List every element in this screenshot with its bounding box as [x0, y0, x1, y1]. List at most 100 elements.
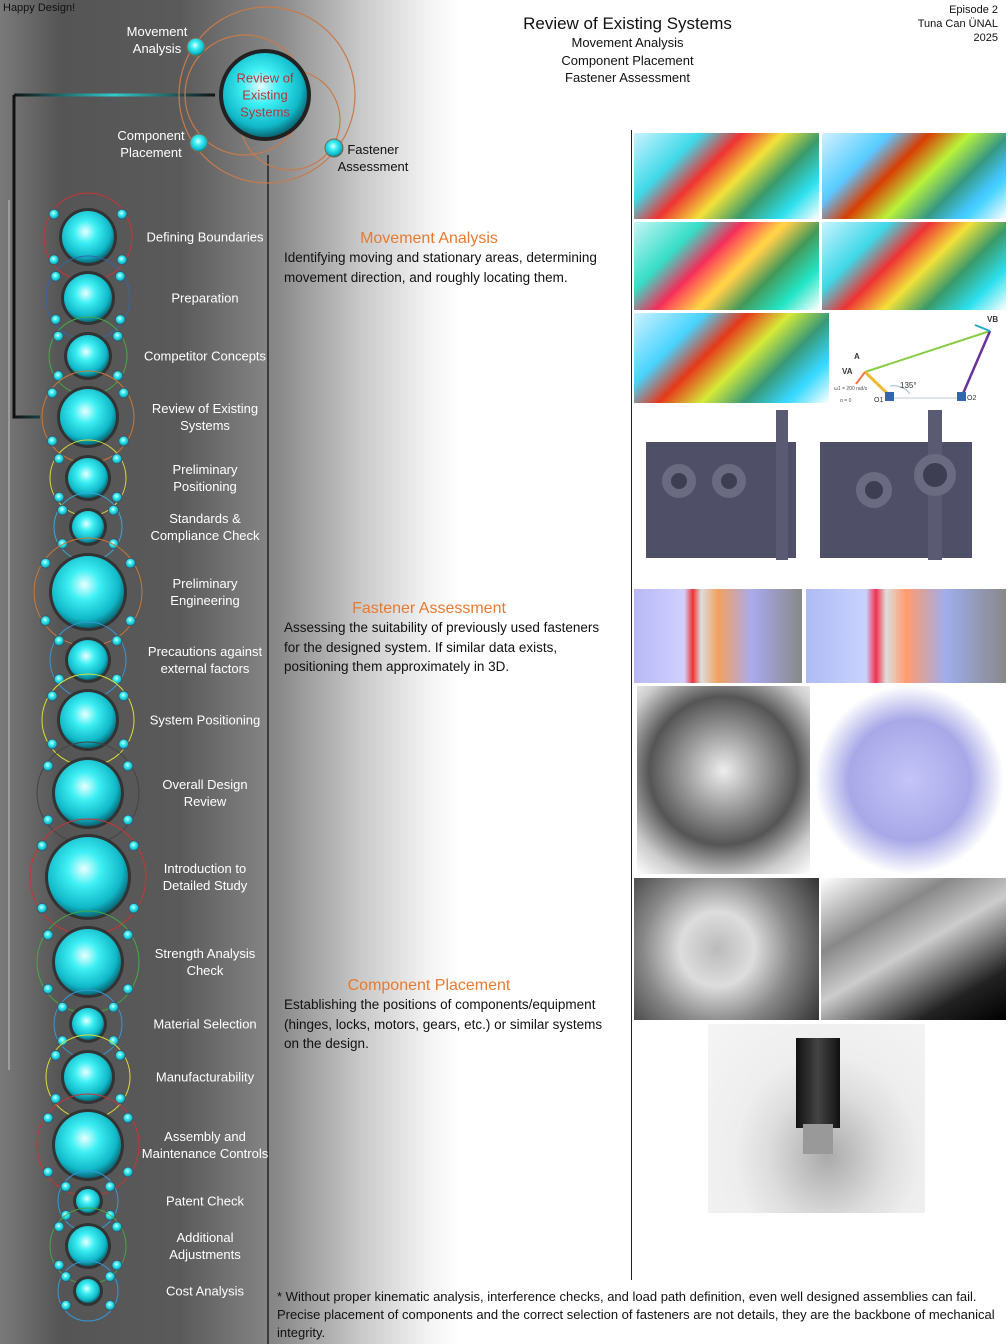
step-label[interactable]: Competitor Concepts — [143, 348, 267, 364]
step-sphere-icon[interactable] — [60, 389, 116, 445]
step-sphere-icon[interactable] — [52, 556, 124, 628]
step-satellite-icon — [42, 929, 54, 941]
step-satellite-icon — [42, 1112, 54, 1124]
step-sphere-icon[interactable] — [60, 692, 116, 748]
step-label[interactable]: Introduction to Detailed Study — [162, 861, 248, 893]
step-satellite-icon — [128, 902, 140, 914]
step-sphere-icon[interactable] — [68, 640, 108, 680]
step-label[interactable]: Cost Analysis — [165, 1283, 245, 1299]
section-heading: Fastener Assessment — [352, 600, 506, 617]
label-alpha: α = 0 — [840, 398, 852, 404]
step-satellite-icon — [108, 1001, 119, 1013]
step-satellite-icon — [112, 330, 124, 342]
step-label[interactable]: Preliminary Positioning — [172, 462, 238, 494]
step-satellite-icon — [118, 435, 130, 447]
step-satellite-icon — [111, 1259, 123, 1271]
step-sphere-icon[interactable] — [64, 274, 112, 322]
step-label[interactable]: Review of Existing Systems — [151, 401, 259, 433]
step-satellite-icon — [114, 270, 126, 282]
section-heading: Component Placement — [347, 977, 511, 994]
step-satellite-icon — [114, 1093, 126, 1105]
step-sphere-icon[interactable] — [67, 335, 109, 377]
focus-sphere-icon[interactable] — [223, 53, 307, 137]
step-satellite-icon — [48, 208, 60, 220]
focus-satellite-label: Fastener Assessment — [337, 142, 409, 174]
label-va: VA — [842, 367, 853, 376]
focus-satellite-icon[interactable] — [324, 138, 344, 158]
step-satellite-icon — [48, 254, 60, 266]
label-o1: O1 — [874, 397, 883, 404]
step-satellite-icon — [36, 840, 48, 852]
step-sphere-icon[interactable] — [48, 837, 128, 917]
step-satellite-icon — [40, 557, 51, 569]
step-satellite-icon — [108, 1035, 119, 1047]
step-label[interactable]: Strength Analysis Check — [154, 946, 256, 978]
step-label[interactable]: Defining Boundaries — [146, 229, 264, 245]
step-satellite-icon — [118, 690, 130, 702]
step-sphere-icon[interactable] — [55, 1112, 121, 1178]
step-satellite-icon — [57, 1001, 68, 1013]
fastener-section-image — [634, 589, 802, 683]
step-label[interactable]: Additional Adjustments — [169, 1230, 241, 1262]
step-sphere-icon[interactable] — [64, 1053, 112, 1101]
step-satellite-icon — [111, 453, 123, 465]
step-label[interactable]: Manufacturability — [155, 1069, 255, 1085]
step-satellite-icon — [111, 635, 123, 647]
cad-image — [822, 133, 1006, 219]
focus-satellite-icon[interactable] — [186, 37, 206, 57]
fastener-section-image — [806, 589, 1006, 683]
bracket-image — [816, 408, 1000, 560]
focus-center-label: Review of Existing Systems — [236, 70, 294, 120]
step-sphere-icon[interactable] — [76, 1279, 100, 1303]
step-satellite-icon — [50, 314, 62, 326]
section-body: Establishing the positions of components… — [284, 997, 603, 1051]
title-block: Review of Existing Systems Movement Anal… — [470, 14, 785, 87]
step-sphere-icon[interactable] — [76, 1189, 100, 1213]
step-label[interactable]: Preparation — [171, 290, 239, 306]
step-satellite-icon — [46, 387, 58, 399]
hinge-section-image — [813, 686, 1006, 874]
step-sphere-icon[interactable] — [68, 458, 108, 498]
step-satellite-icon — [57, 504, 68, 516]
step-sphere-icon[interactable] — [68, 1226, 108, 1266]
label-vb: VB — [987, 315, 998, 324]
step-sphere-icon[interactable] — [72, 1008, 104, 1040]
step-satellite-icon — [112, 370, 124, 382]
step-sphere-icon[interactable] — [55, 760, 121, 826]
step-satellite-icon — [50, 1093, 62, 1105]
step-satellite-icon — [122, 760, 134, 772]
step-label[interactable]: Patent Check — [165, 1193, 245, 1209]
process-diagram — [8, 6, 356, 1344]
step-label[interactable]: Standards & Compliance Check — [150, 511, 260, 543]
step-sphere-icon[interactable] — [62, 211, 114, 263]
step-label[interactable]: Material Selection — [153, 1016, 257, 1032]
focus-satellite-label: Movement Analysis — [126, 24, 188, 56]
step-label[interactable]: Overall Design Review — [162, 777, 248, 809]
focus-satellite-icon[interactable] — [189, 133, 209, 153]
section-movement-analysis: Movement Analysis Identifying moving and… — [284, 230, 604, 287]
step-satellite-icon — [50, 270, 62, 282]
step-label[interactable]: System Positioning — [149, 712, 261, 728]
subtitle: Component Placement — [561, 52, 694, 68]
step-satellite-icon — [104, 1271, 116, 1283]
divider — [631, 130, 632, 1280]
step-satellite-icon — [122, 814, 134, 826]
step-satellite-icon — [46, 738, 58, 750]
step-label[interactable]: Assembly and Maintenance Controls — [141, 1129, 269, 1161]
step-ring — [57, 1260, 119, 1322]
step-satellite-icon — [118, 387, 130, 399]
section-component-placement: Component Placement Establishing the pos… — [284, 977, 604, 1054]
subtitle: Movement Analysis — [571, 35, 684, 50]
step-satellite-icon — [122, 983, 134, 995]
step-sphere-icon[interactable] — [72, 511, 104, 543]
hinge-render-image — [637, 686, 810, 874]
label-o2: O2 — [967, 395, 976, 402]
motor-render-image — [708, 1024, 925, 1213]
section-heading: Movement Analysis — [360, 230, 498, 247]
step-sphere-icon[interactable] — [55, 929, 121, 995]
label-omega: ω1 = 200 rad/s — [834, 386, 868, 392]
step-label[interactable]: Precautions against external factors — [147, 644, 263, 676]
step-satellite-icon — [108, 538, 119, 550]
step-satellite-icon — [128, 840, 140, 852]
step-label[interactable]: Preliminary Engineering — [170, 576, 240, 608]
